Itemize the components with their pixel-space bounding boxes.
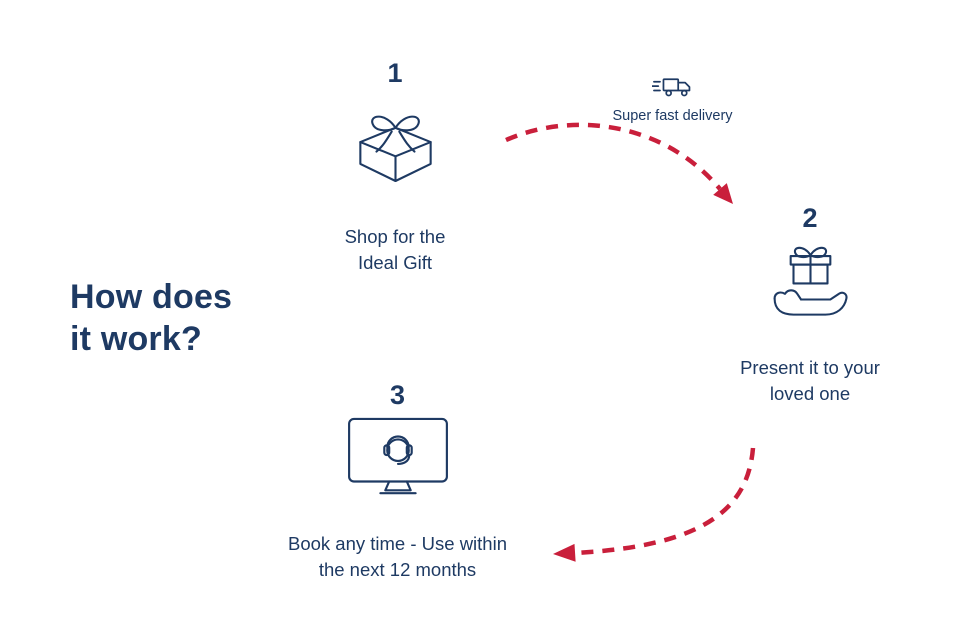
- step-1-number: 1: [387, 58, 403, 88]
- step-1: 1 Shop for the Ideal Gift: [295, 60, 495, 275]
- support-monitor-icon: [343, 415, 453, 503]
- arrowhead-step2-to-step3: [553, 543, 576, 562]
- step-2: 2 Present it to your loved one: [705, 205, 915, 406]
- gift-in-hand-icon: [763, 240, 858, 325]
- step-1-label-line2: Ideal Gift: [357, 251, 433, 273]
- page-title: How does it work?: [70, 276, 232, 360]
- page-title-line2: it work?: [70, 320, 202, 359]
- step-1-label: Shop for the Ideal Gift: [345, 224, 446, 275]
- step-2-number: 2: [802, 203, 818, 233]
- arrow-step2-to-step3: [574, 447, 756, 556]
- step-3-label-line2: the next 12 months: [318, 558, 477, 580]
- page-title-line1: How does: [70, 278, 233, 316]
- arrowhead-step1-to-step2: [713, 183, 733, 204]
- step-3-number: 3: [389, 380, 406, 410]
- delivery-note: Super fast delivery: [585, 74, 760, 125]
- step-3-label: Book any time - Use within the next 12 m…: [288, 531, 507, 582]
- delivery-truck-icon: [651, 74, 694, 100]
- step-3: 3 Book any time - Use within the next 12…: [270, 382, 525, 582]
- step-1-label-line1: Shop for the: [344, 226, 446, 247]
- arrow-step1-to-step2: [505, 122, 722, 191]
- step-2-label: Present it to your loved one: [740, 355, 880, 406]
- step-2-label-line2: loved one: [769, 382, 851, 404]
- step-2-label-line1: Present it to your: [740, 357, 880, 378]
- step-3-label-line1: Book any time - Use within: [287, 533, 507, 554]
- delivery-label: Super fast delivery: [612, 108, 733, 124]
- gift-box-icon: [348, 99, 443, 187]
